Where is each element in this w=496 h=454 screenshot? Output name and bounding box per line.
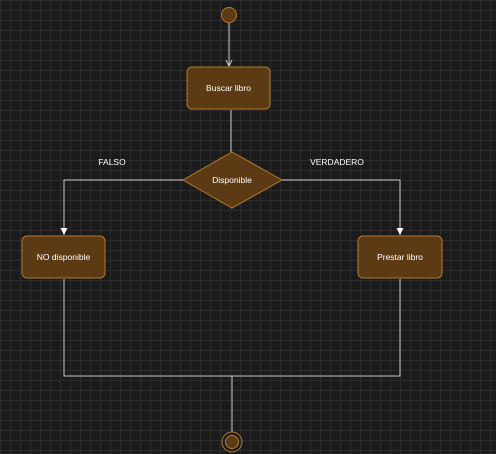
search-box	[186, 66, 271, 110]
node-decision[interactable]: Disponible	[181, 151, 284, 209]
lend-box	[357, 235, 443, 279]
edge-label-true: VERDADERO	[310, 157, 364, 167]
decision-diamond	[181, 151, 284, 209]
search-label: Buscar libro	[206, 83, 251, 93]
edge-decision-false	[60, 179, 183, 235]
end-node-outer	[221, 431, 243, 453]
end-node-inner	[225, 435, 239, 449]
start-node[interactable]	[221, 7, 237, 23]
edge-lend-to-merge	[232, 279, 401, 377]
end-node[interactable]	[221, 431, 243, 453]
not-available-label: NO disponible	[37, 252, 91, 262]
not-available-box	[21, 235, 106, 279]
decision-label: Disponible	[212, 175, 252, 185]
edge-decision-true	[282, 179, 404, 235]
node-not-available[interactable]: NO disponible	[21, 235, 106, 279]
edge-label-false: FALSO	[98, 157, 126, 167]
node-search[interactable]: Buscar libro	[186, 66, 271, 110]
node-lend[interactable]: Prestar libro	[357, 235, 443, 279]
lend-label: Prestar libro	[377, 252, 423, 262]
edge-not-available-to-merge	[63, 279, 232, 377]
